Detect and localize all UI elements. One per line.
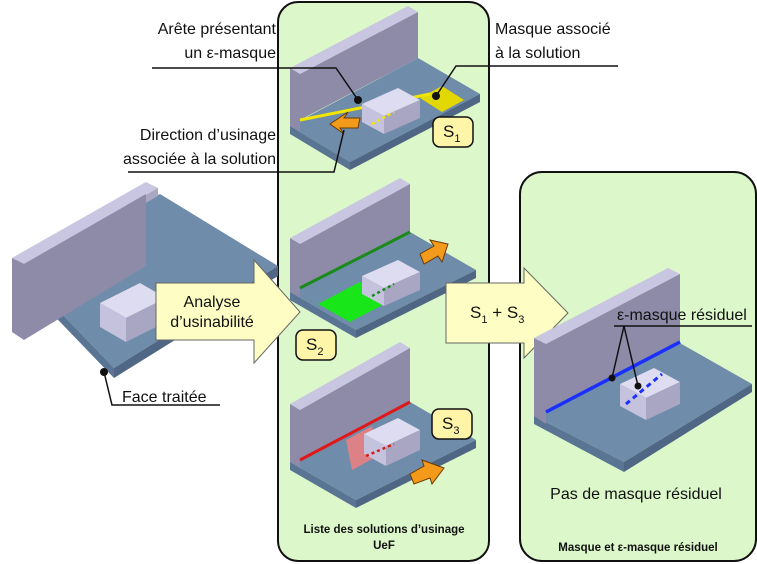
- result-blue-dashed: [625, 372, 663, 406]
- pas-de-masque-label: Pas de masque résiduel: [550, 486, 722, 503]
- masque-dot: [432, 92, 440, 100]
- direction-leader: [128, 129, 345, 173]
- solution-3-label: S3: [442, 414, 459, 437]
- initial-part: [12, 182, 278, 378]
- solution-3-edge: [299, 400, 411, 462]
- direction-label-line2: associée à la solution: [123, 151, 276, 168]
- analyse-arrow-line1: Analyse: [184, 294, 241, 311]
- solution-3-direction-arrow: [409, 459, 445, 486]
- arete-leader: [152, 67, 359, 101]
- solution-1-label: S1: [443, 122, 460, 145]
- masque-label-line1: Masque associé: [495, 21, 611, 38]
- arete-dot: [354, 96, 362, 104]
- masque-label-line2: à la solution: [495, 45, 580, 62]
- eps-residuel-dot-2: [634, 382, 642, 390]
- solution-2-label-box: [295, 329, 337, 361]
- solution-3-part: [290, 342, 476, 508]
- direction-label-line1: Direction d’usinage: [140, 127, 276, 144]
- solution-2-direction-arrow: [419, 239, 449, 265]
- arete-label-line2: un ε-masque: [184, 45, 276, 62]
- solution-2-label: S2: [306, 335, 323, 358]
- solution-1-part: [290, 6, 480, 170]
- eps-residuel-dot-1: [608, 374, 616, 382]
- analyse-arrow-line2: d’usinabilité: [170, 314, 254, 331]
- face-traitee-leader: [103, 371, 220, 406]
- combination-arrow-label: S1 + S3: [470, 303, 524, 326]
- eps-residuel-leader-2: [623, 325, 639, 387]
- middle-panel-caption-line2: UeF: [373, 540, 395, 552]
- face-traitee-label: Face traitée: [122, 389, 207, 406]
- result-part: [534, 268, 752, 472]
- solution-3-label-box: [431, 408, 473, 440]
- masque-leader: [435, 65, 618, 97]
- eps-residuel-label: ε-masque résiduel: [617, 307, 747, 324]
- solution-1-mask: [420, 86, 464, 112]
- eps-residuel-leader-1: [611, 325, 625, 379]
- analyse-arrow: [155, 258, 301, 365]
- solution-2-edge: [299, 230, 411, 290]
- middle-panel-caption-line1: Liste des solutions d’usinage: [303, 524, 464, 536]
- arete-label-line1: Arête présentant: [158, 21, 277, 38]
- right-panel-caption: Masque et ε-masque résiduel: [558, 542, 717, 554]
- solution-1-label-box: [432, 116, 474, 148]
